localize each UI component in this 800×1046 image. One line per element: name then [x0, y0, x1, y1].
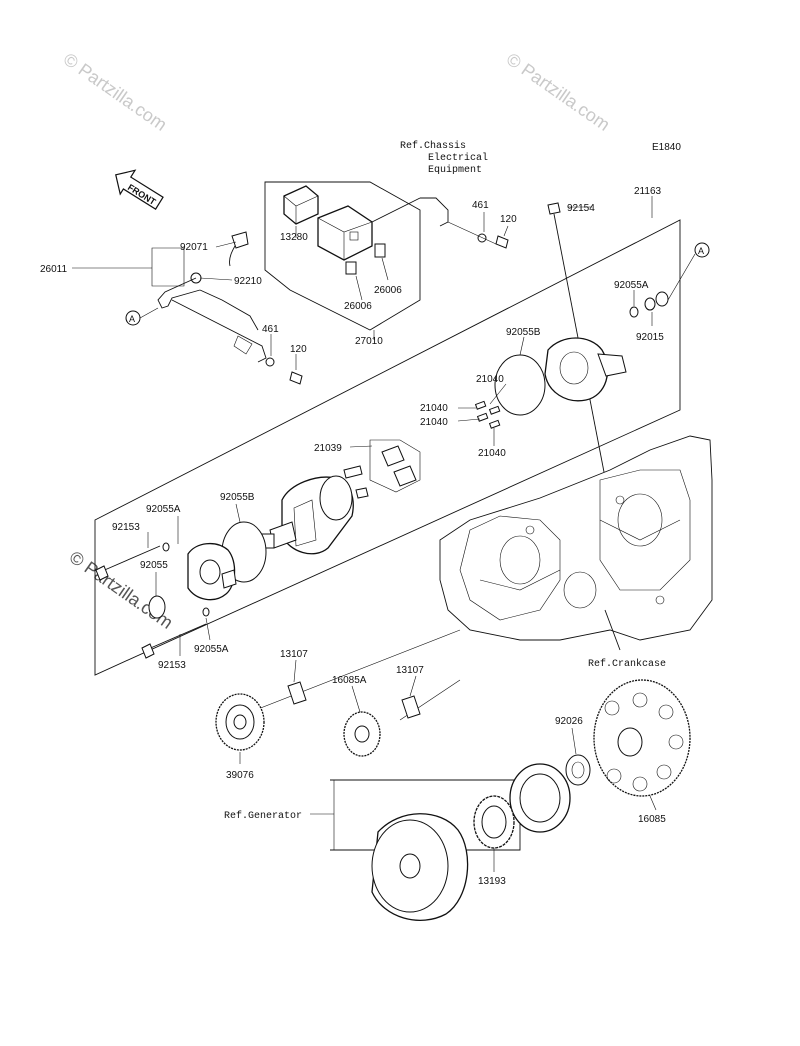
label-39076: 39076 [226, 770, 254, 781]
assembly-outline-27010 [264, 181, 421, 331]
oring-92055-icon [162, 542, 170, 552]
label-461-a: 461 [472, 200, 489, 211]
brush-21040-icon-4 [488, 419, 501, 429]
starter-clutch-housing-icon [509, 763, 571, 833]
nut-92015-icon [655, 291, 669, 307]
label-92055A-bottom: 92055A [194, 644, 229, 655]
label-21040-a: 21040 [476, 374, 504, 385]
label-92026: 92026 [555, 716, 583, 727]
gear-16085A-icon [343, 711, 381, 757]
label-21040-c: 21040 [420, 417, 448, 428]
gear-16085-icon [593, 679, 691, 797]
label-92055: 92055 [140, 560, 168, 571]
label-120-b: 120 [290, 344, 307, 355]
bolt-120-icon [495, 235, 509, 249]
label-13107-a: 13107 [280, 649, 308, 660]
svg-text:A: A [129, 314, 135, 324]
label-13193: 13193 [478, 876, 506, 887]
label-92055B-mid: 92055B [220, 492, 255, 503]
watermark-top-left: © Partzilla.com [60, 49, 171, 135]
diagram-code: E1840 [652, 142, 681, 153]
fuse-26006-icon [374, 243, 386, 258]
svg-text:A: A [698, 246, 704, 256]
label-92210: 92210 [234, 276, 262, 287]
front-arrow-icon: FRONT [115, 169, 164, 210]
relay-housing-icon [317, 205, 373, 261]
label-26011: 26011 [40, 264, 68, 275]
bolt-92153-top-icon [95, 545, 161, 581]
oring-92055B-top-icon [494, 354, 546, 416]
label-13280: 13280 [280, 232, 308, 243]
label-21163: 21163 [634, 186, 662, 197]
washer-92015-icon [644, 297, 656, 311]
connector-a-right: A [694, 242, 710, 258]
label-27010: 27010 [355, 336, 383, 347]
crankcase-ref-leader [604, 609, 621, 651]
label-92055B-top: 92055B [506, 327, 541, 338]
oring-92055A-top-icon [629, 306, 639, 318]
one-way-clutch-13193-icon [473, 795, 515, 849]
shaft-13107-icon-1 [287, 681, 307, 705]
label-92015: 92015 [636, 332, 664, 343]
starter-motor-icon [261, 475, 354, 555]
watermark-top-right: © Partzilla.com [503, 49, 614, 135]
gear-39076-icon [215, 693, 265, 751]
brush-21040-icon-1 [474, 400, 487, 410]
ref-chassis-label: Ref.Chassis [400, 140, 466, 152]
washer-461-icon [477, 233, 487, 243]
ref-chassis-label-line2: Electrical [428, 152, 488, 164]
label-120-a: 120 [500, 214, 517, 225]
label-16085: 16085 [638, 814, 666, 825]
connector-a-left: A [125, 310, 141, 326]
brush-21040-icon-3 [488, 405, 501, 415]
fuse-26006-icon-2 [345, 261, 357, 275]
label-21040-b: 21040 [420, 403, 448, 414]
label-92055A-top: 92055A [614, 280, 649, 291]
watermarks: © Partzilla.com © Partzilla.com © Partzi… [60, 49, 614, 633]
chassis-bracket [371, 197, 449, 227]
generator-rotor-icon [371, 813, 469, 921]
oring-92055A-bottom-icon [202, 607, 210, 617]
label-92153-top: 92153 [112, 522, 140, 533]
ref-crankcase-label: Ref.Crankcase [588, 658, 666, 670]
label-461-b: 461 [262, 324, 279, 335]
part-labels: 92071 26011 92210 13280 26006 26006 2701… [40, 186, 666, 887]
label-13107-b: 13107 [396, 665, 424, 676]
label-92071: 92071 [180, 242, 208, 253]
label-92055A-mid: 92055A [146, 504, 181, 515]
label-92153-bottom: 92153 [158, 660, 186, 671]
label-92154: 92154 [567, 203, 595, 214]
label-21040-d: 21040 [478, 448, 506, 459]
crankcase-outline [439, 435, 713, 641]
starter-cable-26011 [157, 231, 303, 385]
brush-21040-icon-2 [476, 412, 489, 422]
assembly-outline-21163 [94, 219, 681, 676]
bolt-92153-bottom-icon [141, 623, 207, 659]
label-16085A: 16085A [332, 675, 367, 686]
starter-rear-cover-icon [544, 337, 627, 402]
ref-chassis-label-line3: Equipment [428, 164, 482, 176]
leader-lines [72, 196, 657, 872]
relay-13280-icon [283, 185, 319, 225]
label-26006-b: 26006 [344, 301, 372, 312]
label-26006-a: 26006 [374, 285, 402, 296]
washer-92026-icon [565, 754, 591, 786]
label-21039: 21039 [314, 443, 342, 454]
oring-92055-large-icon [148, 595, 166, 619]
ref-generator-label: Ref.Generator [224, 810, 302, 822]
shaft-13107-icon-2 [401, 695, 421, 719]
brush-holder-21039-icon [343, 439, 421, 499]
starter-front-cover-icon [187, 543, 237, 601]
